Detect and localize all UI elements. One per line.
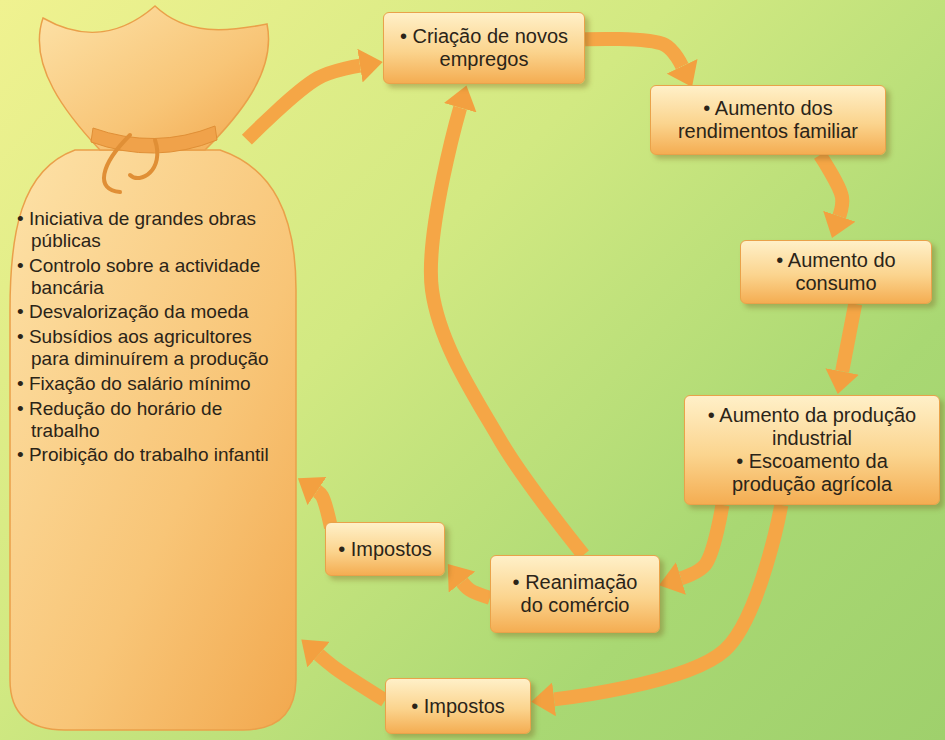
flow-arrow [319,655,385,701]
flow-arrow [431,108,584,555]
flow-arrow [585,39,682,66]
process-box: • Criação de novos empregos [383,12,585,84]
box-text: • Aumento dos rendimentos familiar [661,97,875,143]
process-box: • Impostos [385,678,531,734]
box-text: • Reanimação do comércio [501,571,649,617]
flow-arrow [462,582,490,598]
box-text: • Criação de novos empregos [394,25,574,71]
process-box: • Aumento do consumo [740,240,932,304]
box-text: • Impostos [338,538,432,561]
process-box: • Aumento dos rendimentos familiar [650,85,886,155]
box-text: • Escoamento da produção agrícola [695,450,929,496]
measure-item: • Subsídios aos agricultores para diminu… [17,326,289,370]
process-box: • Reanimação do comércio [490,555,660,633]
box-text: • Aumento da produção industrial [695,404,929,450]
sack-neck [39,6,268,150]
sack-bow [104,135,157,192]
measure-item: • Redução do horário de trabalho [17,398,289,442]
measure-item: • Desvalorização da moeda [17,301,289,323]
measure-item: • Iniciativa de grandes obras públicas [17,208,289,252]
measures-sack: • Iniciativa de grandes obras públicas• … [5,0,300,735]
flow-arrow [842,304,855,371]
measure-item: • Fixação do salário mínimo [17,373,289,395]
process-box: • Aumento da produção industrial• Escoam… [684,395,940,505]
flow-arrow [681,505,722,578]
flow-arrow [820,155,842,216]
box-text: • Impostos [411,695,505,718]
measures-list: • Iniciativa de grandes obras públicas• … [17,208,289,469]
measure-item: • Proibição do trabalho infantil [17,444,289,466]
measure-item: • Controlo sobre a actividade bancária [17,255,289,299]
process-box: • Impostos [325,522,445,576]
box-text: • Aumento do consumo [751,249,921,295]
sack-body [10,150,296,730]
flow-arrow [247,66,360,140]
